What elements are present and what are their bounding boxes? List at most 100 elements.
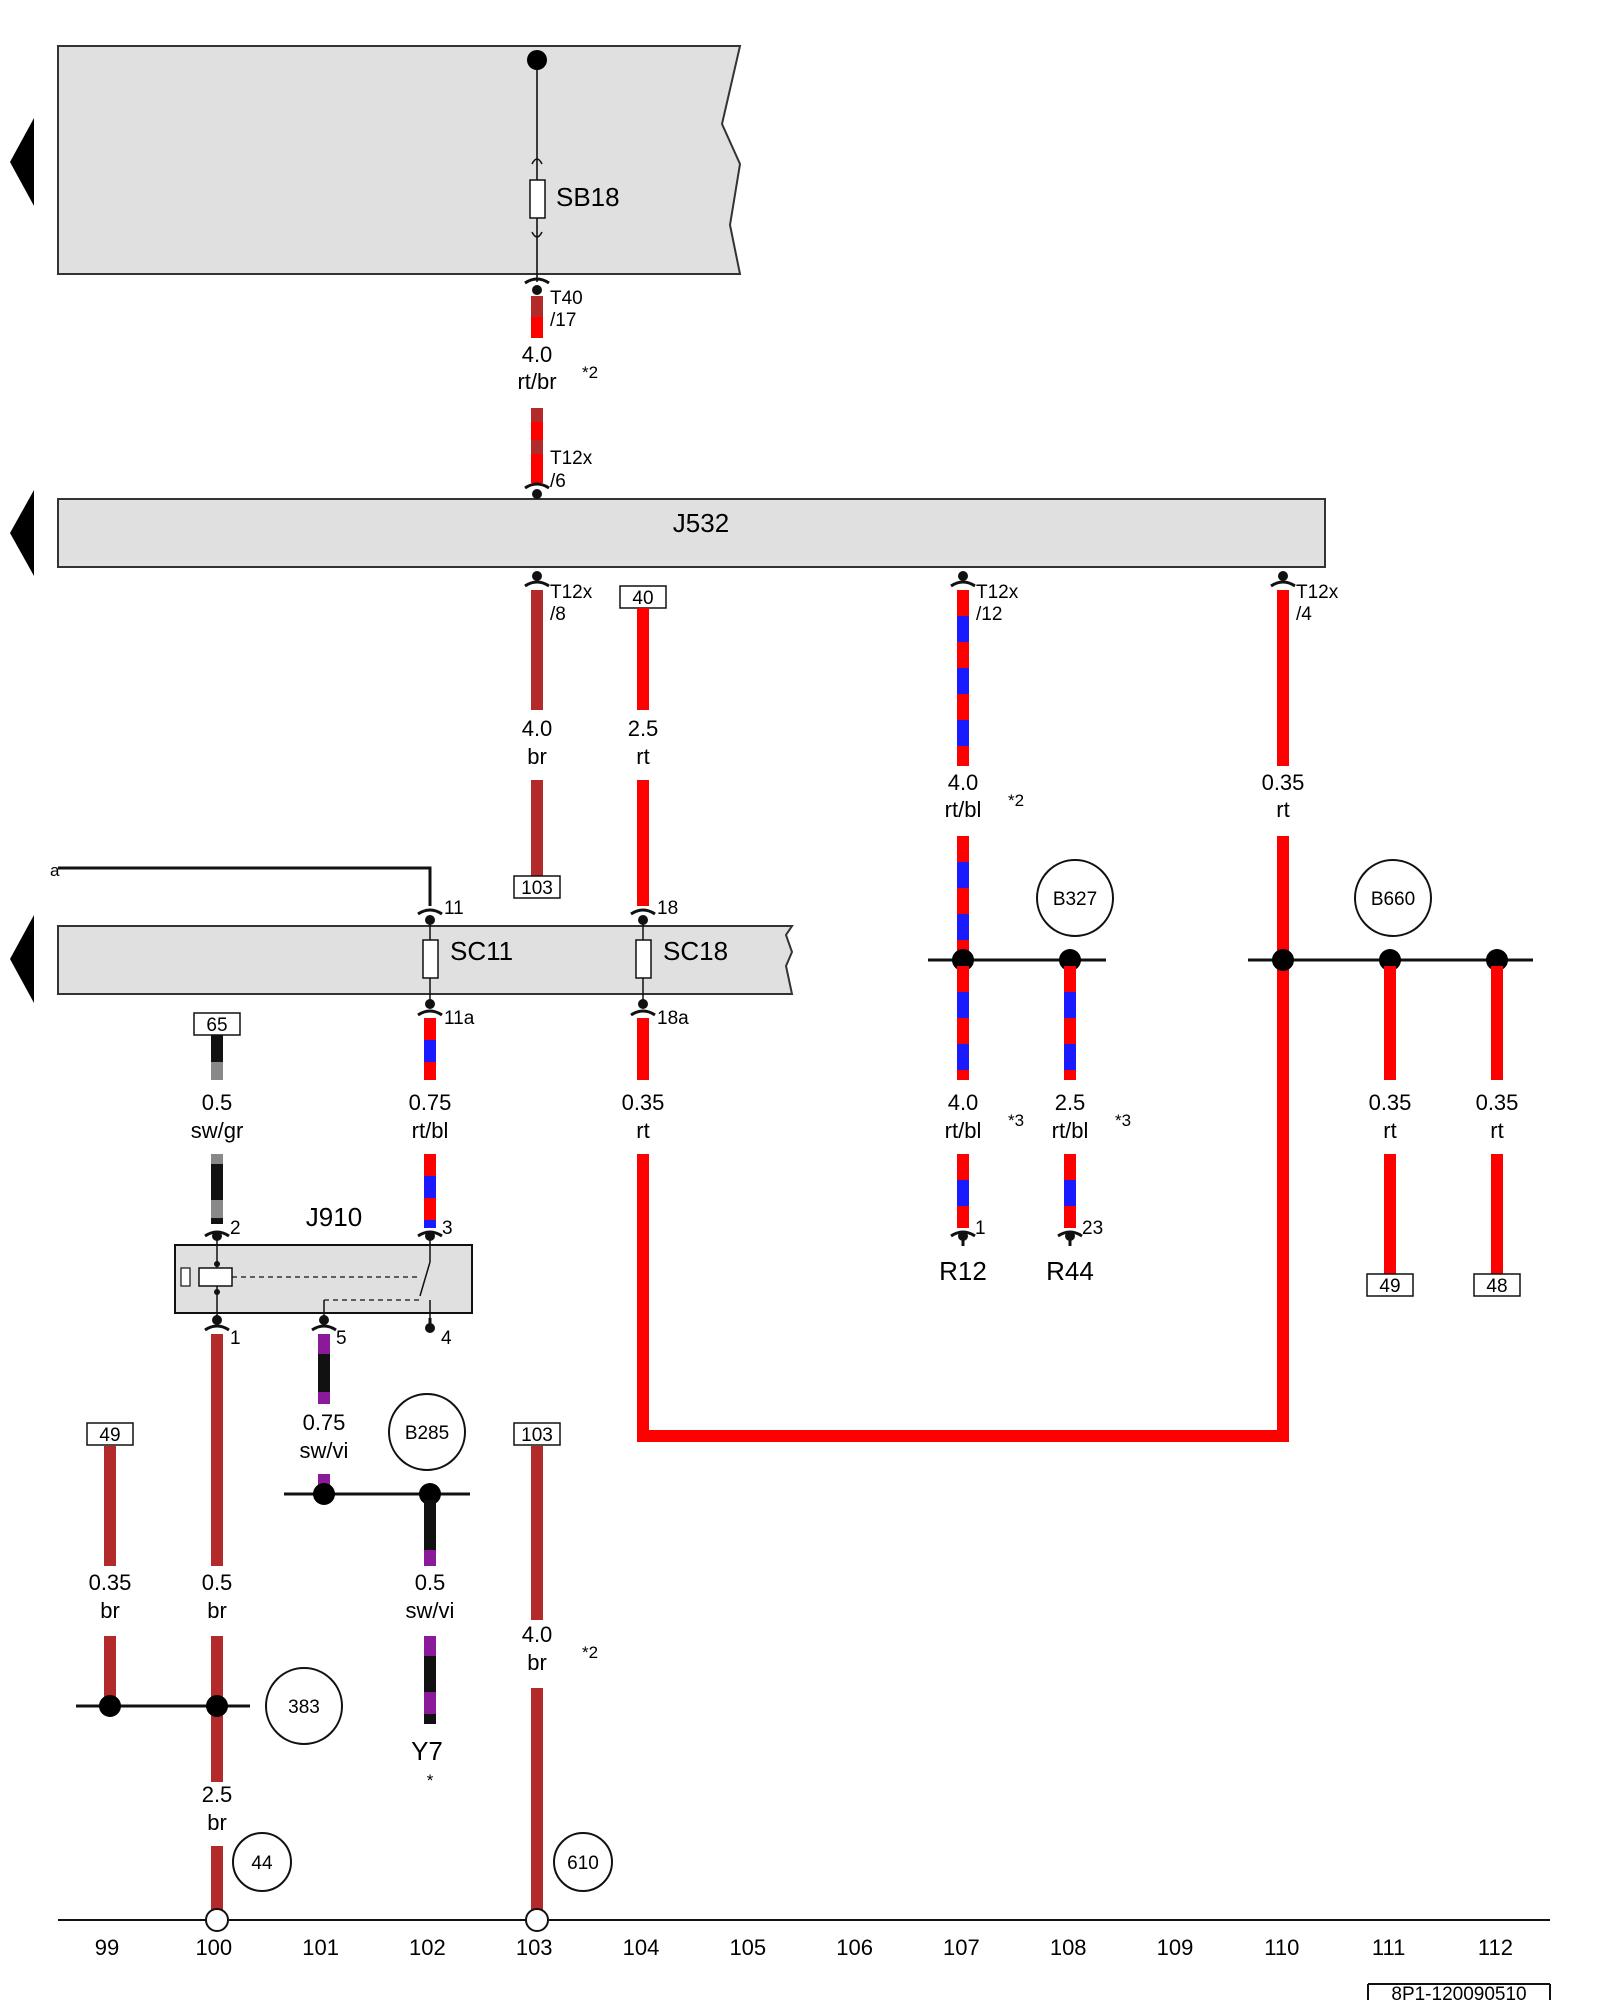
wire-rt-bl [957,1154,969,1228]
connector-j910-2-label: 2 [230,1218,241,1239]
connector-pin [425,999,435,1009]
wire-3-size: 2.5 [628,716,659,741]
connector-pin [638,915,648,925]
connector-18a-symbol [630,1009,656,1017]
wire-3-color: rt [636,744,649,769]
connector-t12x-6-label: T12x [550,448,593,469]
b660-junction-node [1379,949,1401,971]
column-number: 103 [516,1935,553,1960]
connector-pin [532,571,542,581]
b327-point-circle [1036,859,1114,937]
wire-10-size: 2.5 [1055,1090,1086,1115]
ref-box-49-left: 49 [99,1425,120,1446]
wire-16-size: 0.5 [415,1570,446,1595]
wire-rt [1384,966,1396,1080]
b660-junction-node [1486,949,1508,971]
ref-box-103-bottom: 103 [521,1425,553,1446]
wire-br [104,1446,116,1566]
wire-a-label: a [50,861,60,880]
wire-rt-bl [957,836,969,955]
connector-pin [532,489,542,499]
sc18-label: SC18 [663,936,728,966]
wire-rt-bl [1064,966,1076,1080]
left-continuation-arrow [10,118,34,206]
j910-diode-symbol [180,1267,191,1287]
connector-pin [212,1231,222,1241]
p383-label: 383 [288,1697,320,1718]
connector-t12x-12-pin-label: /12 [976,604,1002,625]
p383-junction-node [206,1695,228,1717]
connector-11-symbol [417,908,443,916]
wire-8-color: rt [636,1118,649,1143]
sb18-fuse-hook-bottom [531,231,543,238]
sc11-fuse-symbol [422,939,439,979]
left-continuation-arrow [10,915,34,1003]
connector-j910-4-label: 4 [441,1328,452,1349]
wire-rt-bl [957,590,969,766]
sb18-supply-node [527,50,547,70]
ground-point-103 [525,1908,549,1932]
wire-7-color: rt/bl [412,1118,449,1143]
ref-box-49-right: 49 [1379,1276,1400,1297]
wire-17-size: 4.0 [522,1622,553,1647]
wire-br [531,1446,543,1620]
column-number: 101 [302,1935,339,1960]
connector-11-label: 11 [444,898,464,919]
connector-t12x-6-pin-label: /6 [550,471,566,492]
wire-13-color: sw/vi [300,1438,349,1463]
left-continuation-arrow [10,490,34,576]
connector-pin [425,1231,435,1241]
wire-rt [1491,1154,1503,1274]
sb18-label: SB18 [556,182,620,212]
p610-label: 610 [567,1853,599,1874]
sc18-fuse-symbol [635,939,652,979]
p383-point-circle [265,1667,343,1745]
j910-coil-symbol [198,1267,233,1287]
connector-t40-17-symbol [524,277,550,285]
wire-17-note: *2 [582,1643,598,1662]
column-number: 100 [195,1935,232,1960]
wire-br [531,1688,543,1916]
fuse-carrier-sb-panel [57,45,742,275]
b327-junction-node [952,949,974,971]
wire-rt [637,1018,649,1080]
wire-17-color: br [527,1650,547,1675]
wire-14-color: br [100,1598,120,1623]
column-number: 112 [1478,1935,1513,1960]
connector-t12x-4-pin-label: /4 [1296,604,1312,625]
wire-11-size: 0.35 [1369,1090,1412,1115]
wire-sw-vi [318,1334,330,1404]
connector-18-label: 18 [657,898,678,919]
wire-18-size: 2.5 [202,1782,233,1807]
wire-rt [637,780,649,906]
p44-point-circle [232,1832,292,1892]
connector-t12x-12-label: T12x [976,582,1019,603]
ref-box-49-right-frame [1366,1273,1414,1297]
connector-18-symbol [630,908,656,916]
j910-label: J910 [306,1202,362,1232]
r44-label: R44 [1046,1256,1094,1286]
column-number: 109 [1157,1935,1194,1960]
b660-junction-node [1272,949,1294,971]
wire-br [211,1846,223,1916]
wire-1-note: *2 [582,363,598,382]
connector-t40-17-pin-label: /17 [550,310,576,331]
j910-switch-contact [419,1261,431,1297]
wire-12-size: 0.35 [1476,1090,1519,1115]
j532-label: J532 [673,508,729,538]
sb18-fuse-hook-top [531,158,543,165]
b285-point-circle [388,1393,466,1471]
connector-t12x-8-label: T12x [550,582,593,603]
connector-pin [212,1315,222,1325]
connector-t40-17-label: T40 [550,288,583,309]
doc-code: 8P1-120090510 [1391,1984,1526,2000]
wire-14-size: 0.35 [89,1570,132,1595]
wire-sw-vi [424,1636,436,1724]
b285-junction-node [419,1483,441,1505]
connector-pin [425,1323,435,1333]
column-number: 105 [729,1935,766,1960]
ref-box-40: 40 [632,588,653,609]
